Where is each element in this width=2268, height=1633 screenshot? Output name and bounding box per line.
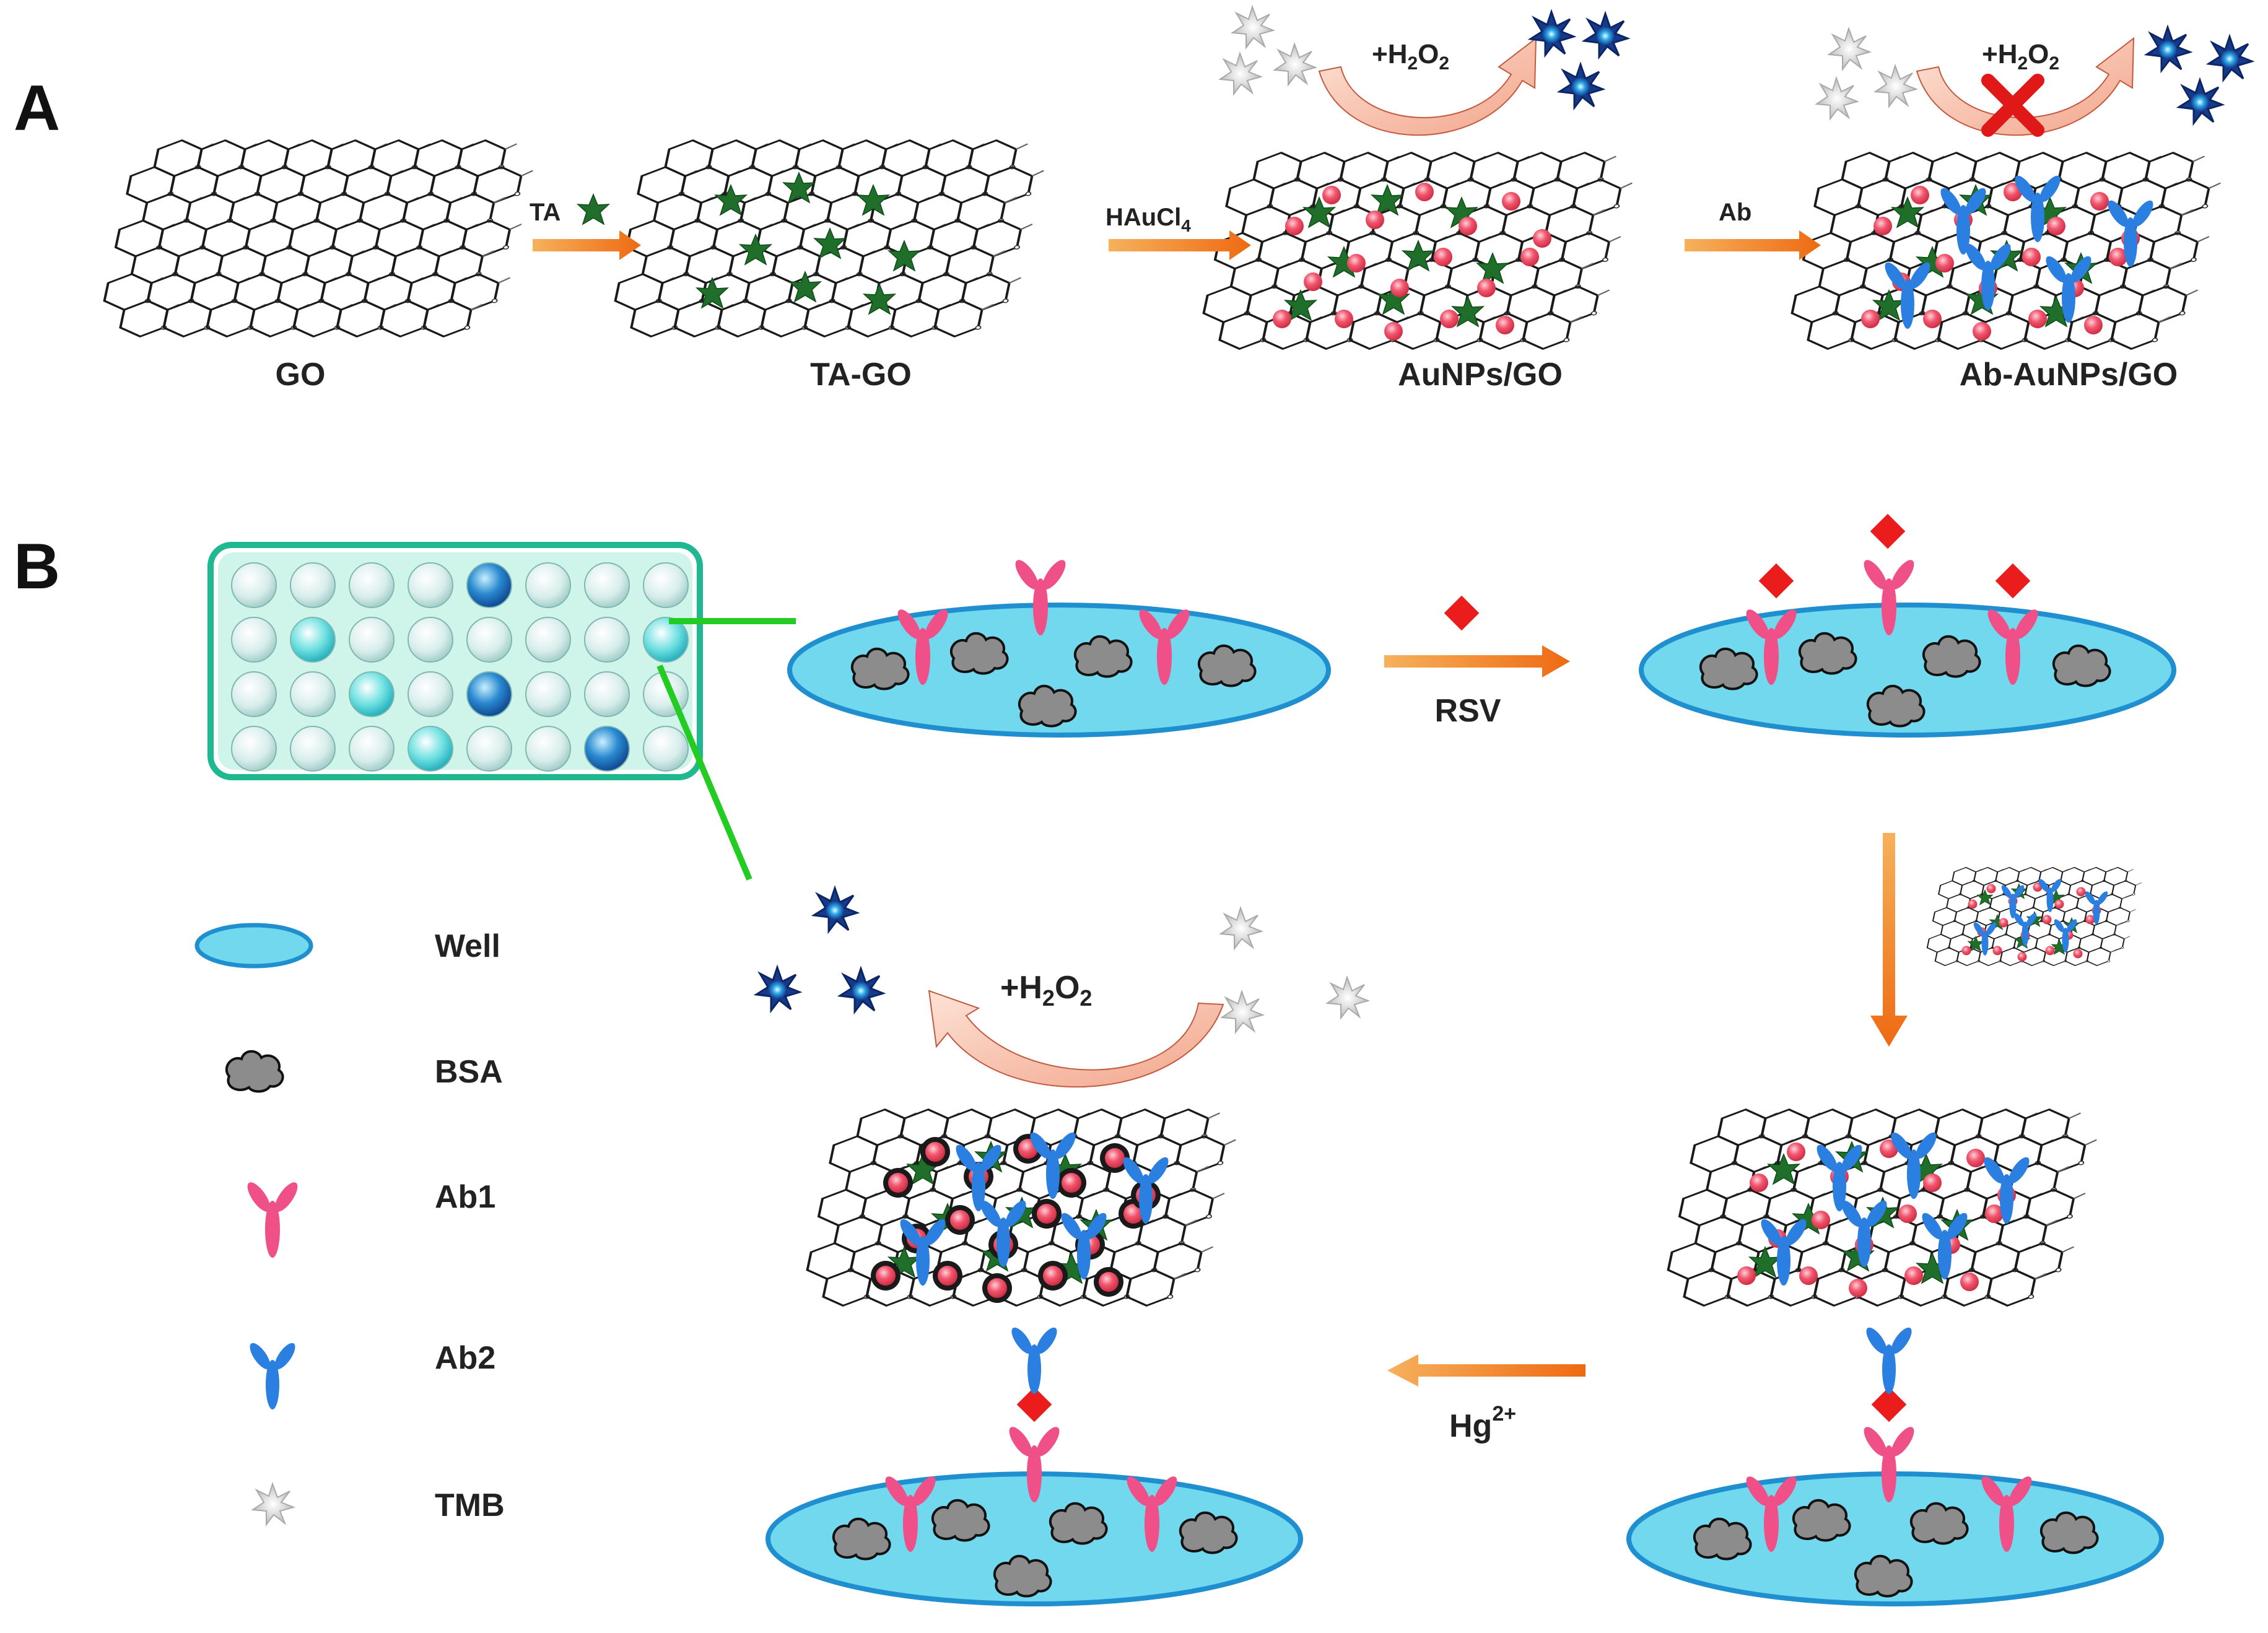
reaction-a-active: +H2O2 — [1219, 6, 1629, 136]
ab-aunps-go-sheet — [1790, 151, 2221, 351]
reaction-a-blocked: +H2O2 — [1816, 26, 2253, 137]
legend-label-bsa: BSA — [435, 1054, 503, 1090]
legend-label-ab1: Ab1 — [435, 1179, 495, 1215]
arrow-ta-label: TA — [530, 199, 560, 226]
ta-go-sheet — [614, 139, 1044, 338]
antigen-icon — [1444, 595, 1480, 631]
reaction-b: +H2O2 — [755, 887, 1369, 1088]
legend-label-ab2: Ab2 — [435, 1340, 495, 1376]
well-step-2 — [1639, 513, 2176, 738]
ab1-icon — [243, 1178, 302, 1258]
tmb-oxidized-icon — [1529, 11, 1575, 56]
arrow-hg-label: Hg2+ — [1449, 1402, 1516, 1444]
arrow-haucl4: HAuCl4 — [1106, 204, 1251, 260]
arrow-ab: Ab — [1685, 199, 1821, 260]
legend-label-tmb: TMB — [435, 1487, 505, 1523]
ta-star-icon — [577, 194, 609, 225]
arrow-down — [1870, 833, 1908, 1047]
arrow-rsv-label: RSV — [1435, 693, 1501, 729]
bsa-icon — [225, 1050, 284, 1093]
well-step-1 — [787, 556, 1331, 738]
well-step-3 — [1626, 1324, 2164, 1606]
nanocomposite-small — [1926, 866, 2142, 967]
legend-item-tmb: TMB — [252, 1483, 505, 1525]
legend-item-well: Well — [194, 923, 500, 969]
tmb-icon — [252, 1483, 294, 1525]
blocked-x-icon — [1981, 74, 2044, 137]
label-ab-aunps-go: Ab-AuNPs/GO — [1960, 357, 2178, 393]
ab2-icon — [246, 1339, 299, 1409]
aunps-go-sheet — [1202, 151, 1633, 351]
arrow-ta: TA — [530, 194, 641, 260]
legend: Well BSA Ab1 Ab2 TMB — [194, 923, 505, 1525]
legend-item-ab1: Ab1 — [243, 1178, 495, 1258]
panel-label-a: A — [14, 72, 60, 144]
nanocomposite-hg — [806, 1108, 1236, 1307]
well-step-4 — [765, 1324, 1303, 1606]
legend-label-well: Well — [435, 928, 500, 964]
go-sheet — [103, 139, 533, 338]
arrow-ab-label: Ab — [1719, 199, 1751, 226]
legend-item-bsa: BSA — [225, 1050, 503, 1093]
arrow-hg: Hg2+ — [1387, 1354, 1585, 1444]
arrow-haucl4-label: HAuCl4 — [1106, 204, 1191, 235]
reaction-a-blocked-label: +H2O2 — [1982, 39, 2059, 74]
label-ta-go: TA-GO — [810, 357, 912, 393]
legend-item-ab2: Ab2 — [246, 1339, 495, 1409]
reaction-b-label: +H2O2 — [1000, 970, 1092, 1011]
connector-lines — [656, 618, 796, 881]
panel-label-b: B — [14, 531, 60, 603]
nanocomposite-right — [1667, 1108, 2097, 1307]
reaction-a-label: +H2O2 — [1372, 39, 1449, 74]
microplate — [207, 542, 703, 780]
arrow-rsv: RSV — [1384, 595, 1570, 729]
label-aunps-go: AuNPs/GO — [1398, 357, 1563, 393]
label-go: GO — [276, 357, 326, 393]
